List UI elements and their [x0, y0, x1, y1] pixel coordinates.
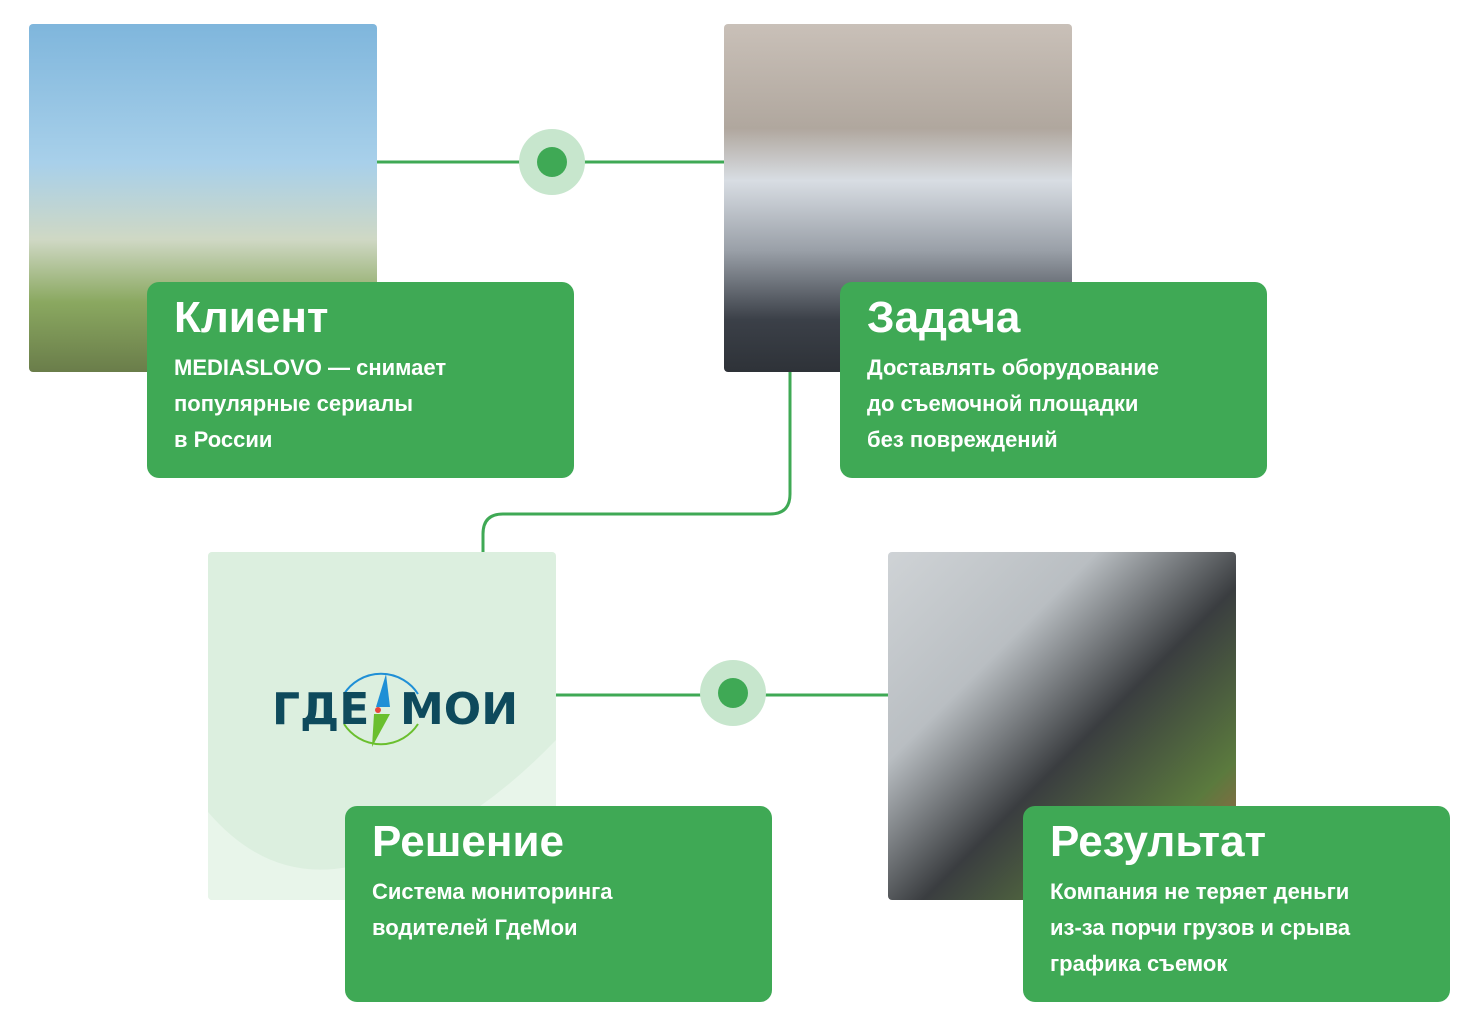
step-card-client: Клиент MEDIASLOVO — снимает популярные с… [147, 282, 574, 478]
logo-text-right: МОИ [400, 684, 518, 735]
step-text: MEDIASLOVO — снимает популярные сериалы … [174, 355, 447, 452]
step-title: Результат [1050, 817, 1267, 866]
step-text: Система мониторинга водителей ГдеМои [372, 879, 613, 940]
node-dot [718, 678, 748, 708]
gdemoi-logo: ГДЕ МОИ [272, 672, 518, 747]
step-title: Решение [372, 817, 564, 866]
connector-line [481, 372, 792, 552]
step-title: Задача [867, 293, 1021, 342]
node-dot [537, 147, 567, 177]
step-title: Клиент [174, 293, 329, 342]
step-card-solution: Решение Система мониторинга водителей Гд… [345, 806, 772, 1002]
step-card-task: Задача Доставлять оборудование до съемоч… [840, 282, 1267, 478]
step-text: Компания не теряет деньги из-за порчи гр… [1050, 879, 1351, 976]
step-text: Доставлять оборудование до съемочной пло… [867, 355, 1160, 452]
step-card-result: Результат Компания не теряет деньги из-з… [1023, 806, 1450, 1002]
logo-text-left: ГДЕ [272, 684, 369, 735]
